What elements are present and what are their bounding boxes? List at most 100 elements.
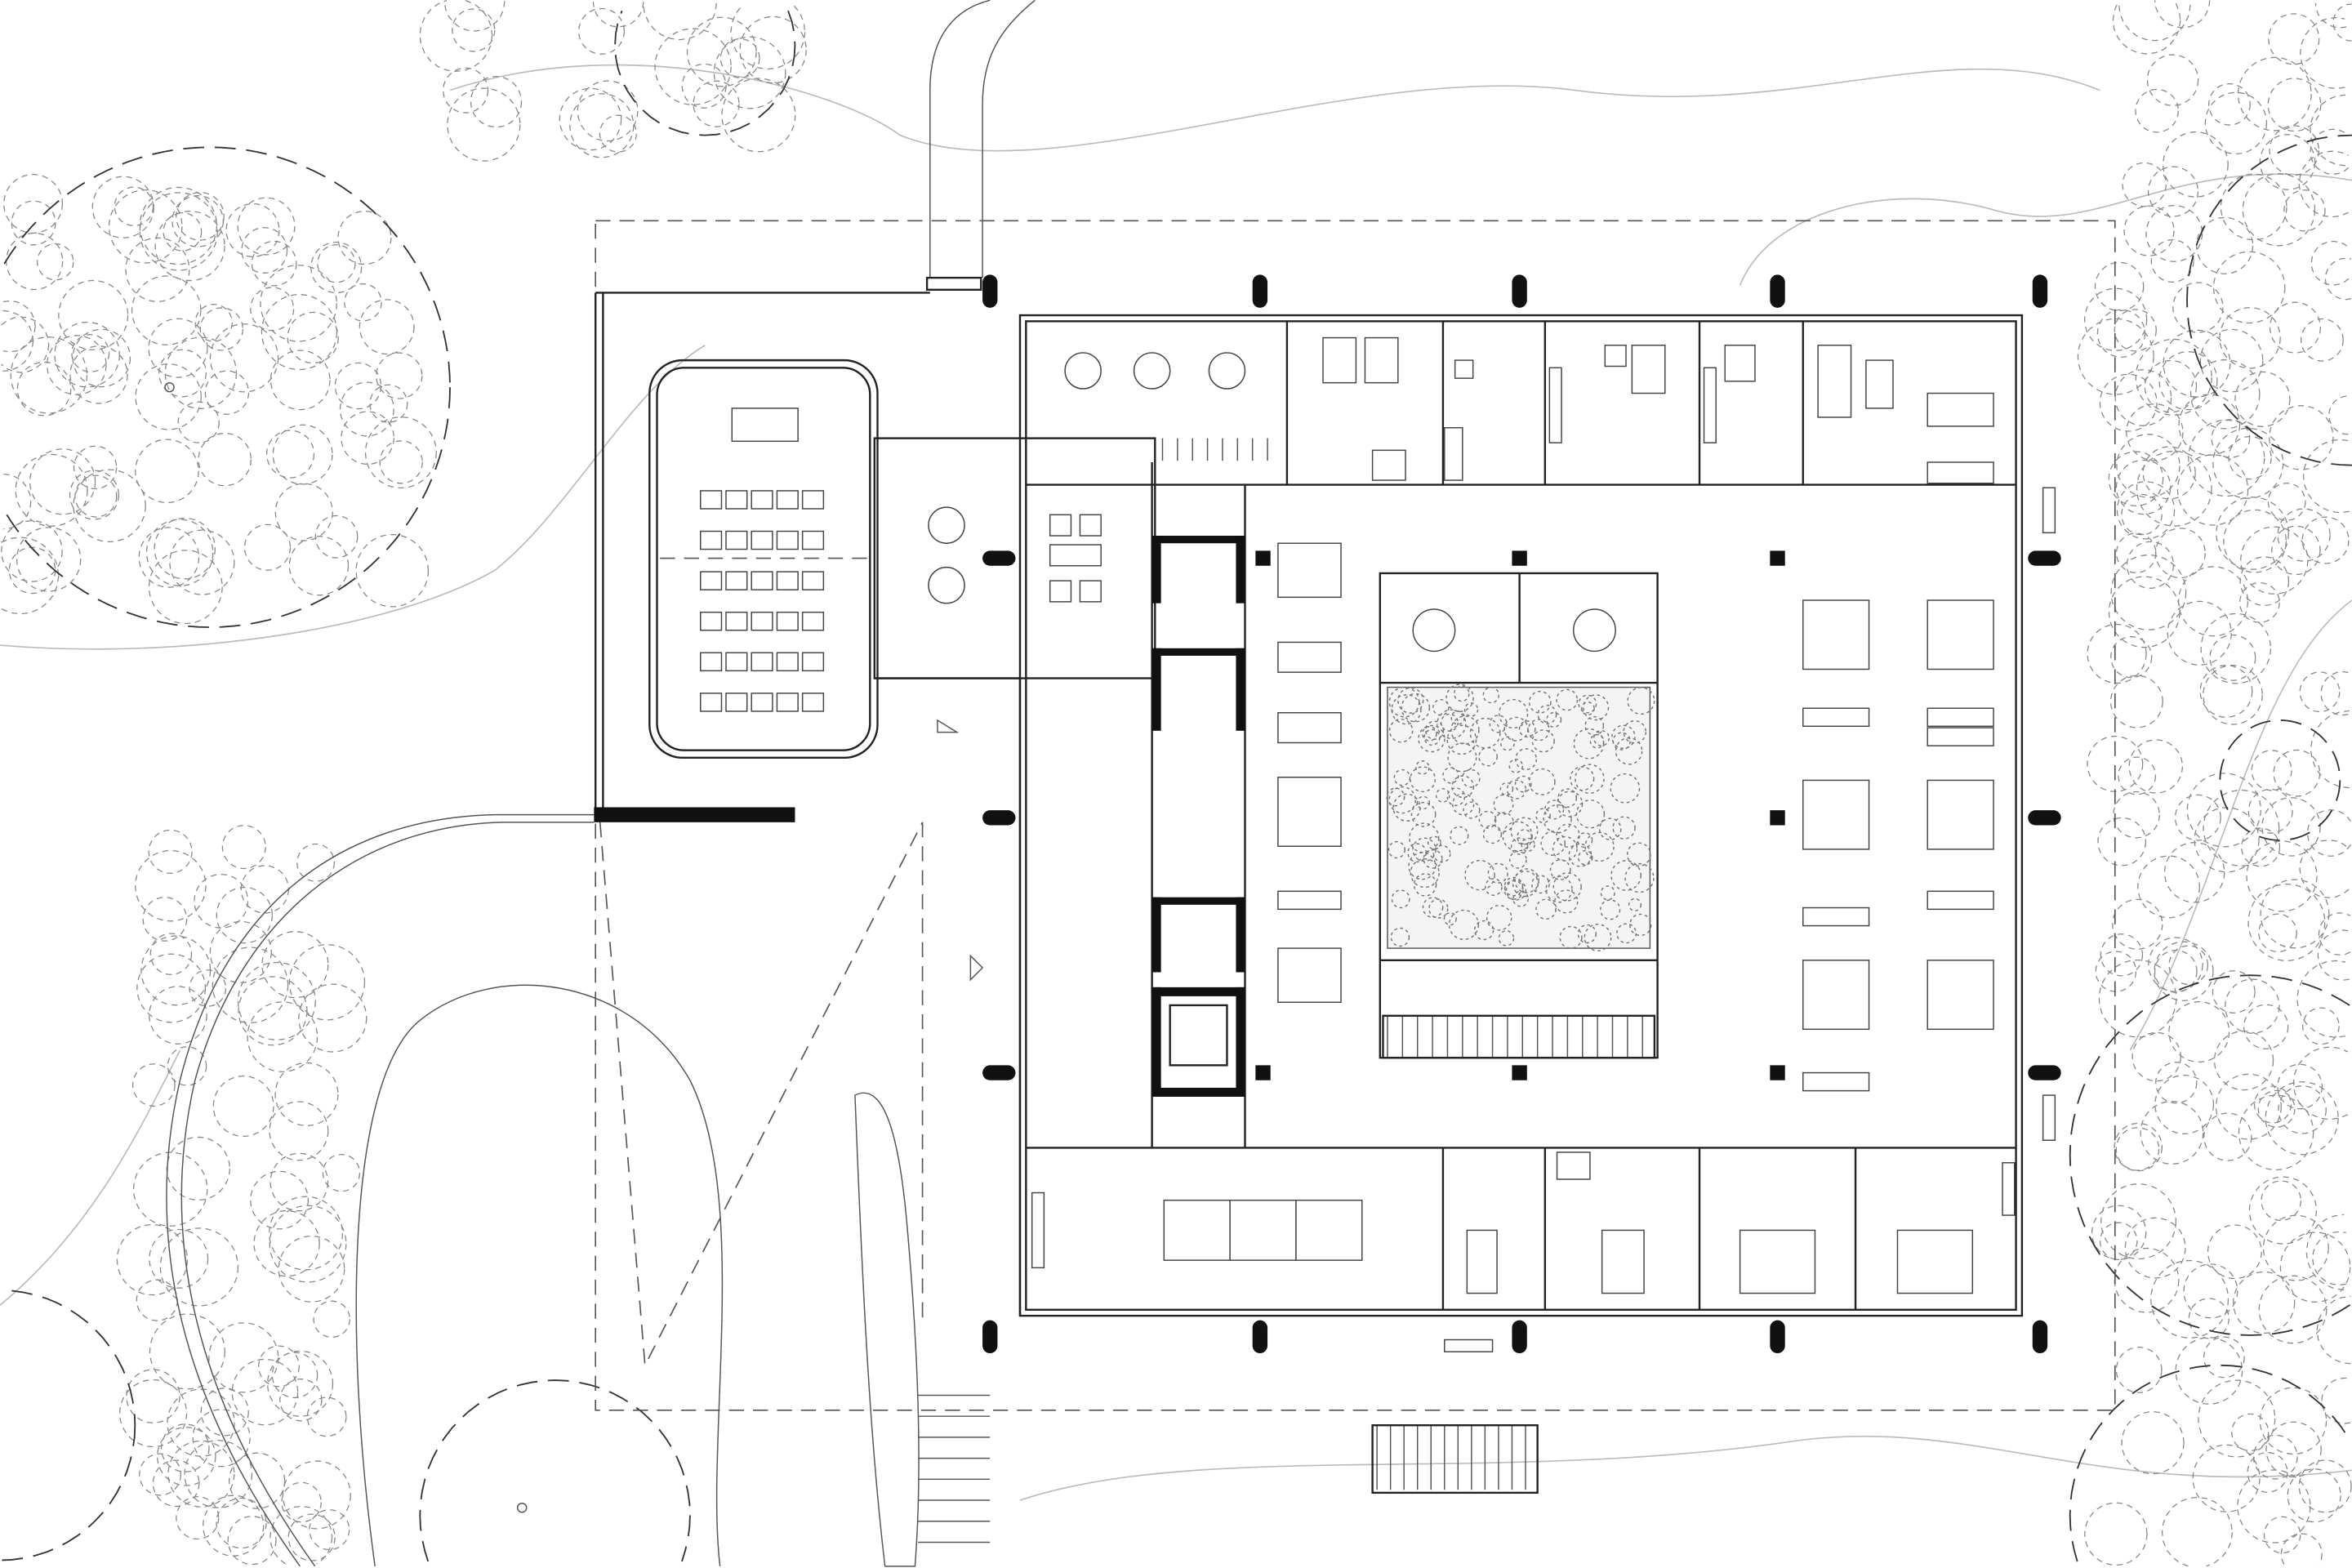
tree-canopy [2114, 1122, 2163, 1172]
tree-canopy [125, 237, 190, 302]
tree-canopy [379, 440, 423, 484]
tree-canopy [46, 335, 107, 395]
foliage [1535, 808, 1551, 824]
foliage [1450, 826, 1469, 845]
tree-canopy [2302, 1007, 2340, 1045]
tree-canopy [2122, 162, 2167, 207]
tree-trunk [516, 1502, 528, 1513]
tree-canopy [2077, 318, 2154, 395]
foliage [1521, 837, 1535, 852]
tree-canopy [2158, 351, 2218, 411]
tree-canopy [577, 80, 639, 142]
tree-canopy [139, 1453, 182, 1496]
foliage [1627, 687, 1655, 715]
tree-canopy [2225, 978, 2280, 1034]
tree-canopy [288, 944, 366, 1021]
tree-trunk [164, 381, 175, 393]
tree-canopy [72, 328, 131, 388]
tree-canopy [2287, 1468, 2341, 1523]
seat [776, 490, 799, 510]
tree-canopy [2279, 1232, 2351, 1303]
tree-canopy [138, 527, 200, 588]
tree-canopy [2110, 636, 2153, 679]
tree-canopy [2310, 710, 2350, 789]
tree-canopy [2310, 94, 2346, 167]
tree-canopy [204, 370, 250, 415]
tree-canopy [2316, 1295, 2351, 1365]
tree-canopy [2137, 855, 2200, 919]
chair [1604, 345, 1627, 368]
column [1255, 550, 1271, 566]
tree-canopy [344, 283, 382, 322]
foliage [1424, 720, 1445, 740]
column [1512, 1065, 1527, 1080]
tree-canopy [2194, 807, 2260, 873]
tree-canopy [2118, 756, 2157, 795]
tree-canopy [654, 28, 732, 105]
tree-canopy [237, 961, 316, 1040]
seat [776, 693, 799, 712]
cabinet [1927, 461, 1994, 484]
seat [751, 652, 773, 672]
tree-canopy [2113, 791, 2160, 839]
tree-canopy [212, 1075, 274, 1138]
foliage [1486, 904, 1512, 931]
tree-canopy [2174, 794, 2221, 841]
tree-canopy [91, 176, 154, 238]
tree-canopy [2154, 950, 2198, 993]
tree-canopy [2126, 403, 2184, 461]
tree-canopy [2115, 459, 2172, 515]
foliage [1503, 716, 1529, 742]
tree-canopy [306, 1396, 347, 1437]
tree-canopy [74, 474, 118, 518]
foliage [1506, 779, 1526, 800]
tree-canopy [247, 1001, 318, 1072]
tree-canopy [136, 1279, 178, 1321]
tree-canopy [2247, 1451, 2288, 1493]
desk [1724, 345, 1756, 382]
tree-canopy [2144, 359, 2198, 413]
tree-canopy [2163, 842, 2225, 903]
tree-canopy [2332, 3, 2352, 42]
tree-canopy [2306, 808, 2352, 857]
tree-canopy [2238, 581, 2280, 623]
foliage [1528, 690, 1552, 714]
tree-canopy [2299, 671, 2341, 713]
shelf [1444, 427, 1463, 481]
tree-canopy [339, 381, 394, 437]
tree-canopy [270, 1152, 329, 1212]
foliage [1391, 694, 1422, 725]
tree-canopy [2126, 541, 2175, 589]
desk [1277, 641, 1342, 673]
foliage [1543, 804, 1572, 834]
tree-canopy [1, 520, 63, 582]
foliage [1407, 843, 1427, 863]
tree-canopy [2140, 1100, 2204, 1165]
tree-canopy [270, 1505, 333, 1565]
tree-canopy [3, 473, 32, 530]
column [1770, 274, 1785, 308]
tree-canopy [281, 1481, 322, 1523]
foliage [1390, 927, 1410, 947]
tree-canopy [208, 1322, 279, 1393]
tree-canopy [16, 527, 82, 592]
tree-canopy [258, 1345, 300, 1388]
desk [1927, 960, 1994, 1031]
seat [751, 611, 773, 631]
tree-canopy [198, 432, 252, 487]
tree-canopy [241, 227, 288, 274]
foliage [1446, 684, 1474, 712]
tree-canopy [2, 310, 34, 372]
desk [1295, 1199, 1363, 1261]
tree-canopy [2200, 612, 2272, 684]
tree-canopy [2154, 941, 2214, 1001]
tree-canopy [2265, 1081, 2339, 1156]
terrain-contours [0, 64, 2352, 1501]
tree-canopy [2318, 912, 2351, 956]
large-tree [2069, 974, 2351, 1336]
tree-canopy [209, 920, 272, 983]
round-table [928, 566, 965, 604]
tree-canopy [2096, 309, 2146, 358]
seat [725, 571, 748, 590]
